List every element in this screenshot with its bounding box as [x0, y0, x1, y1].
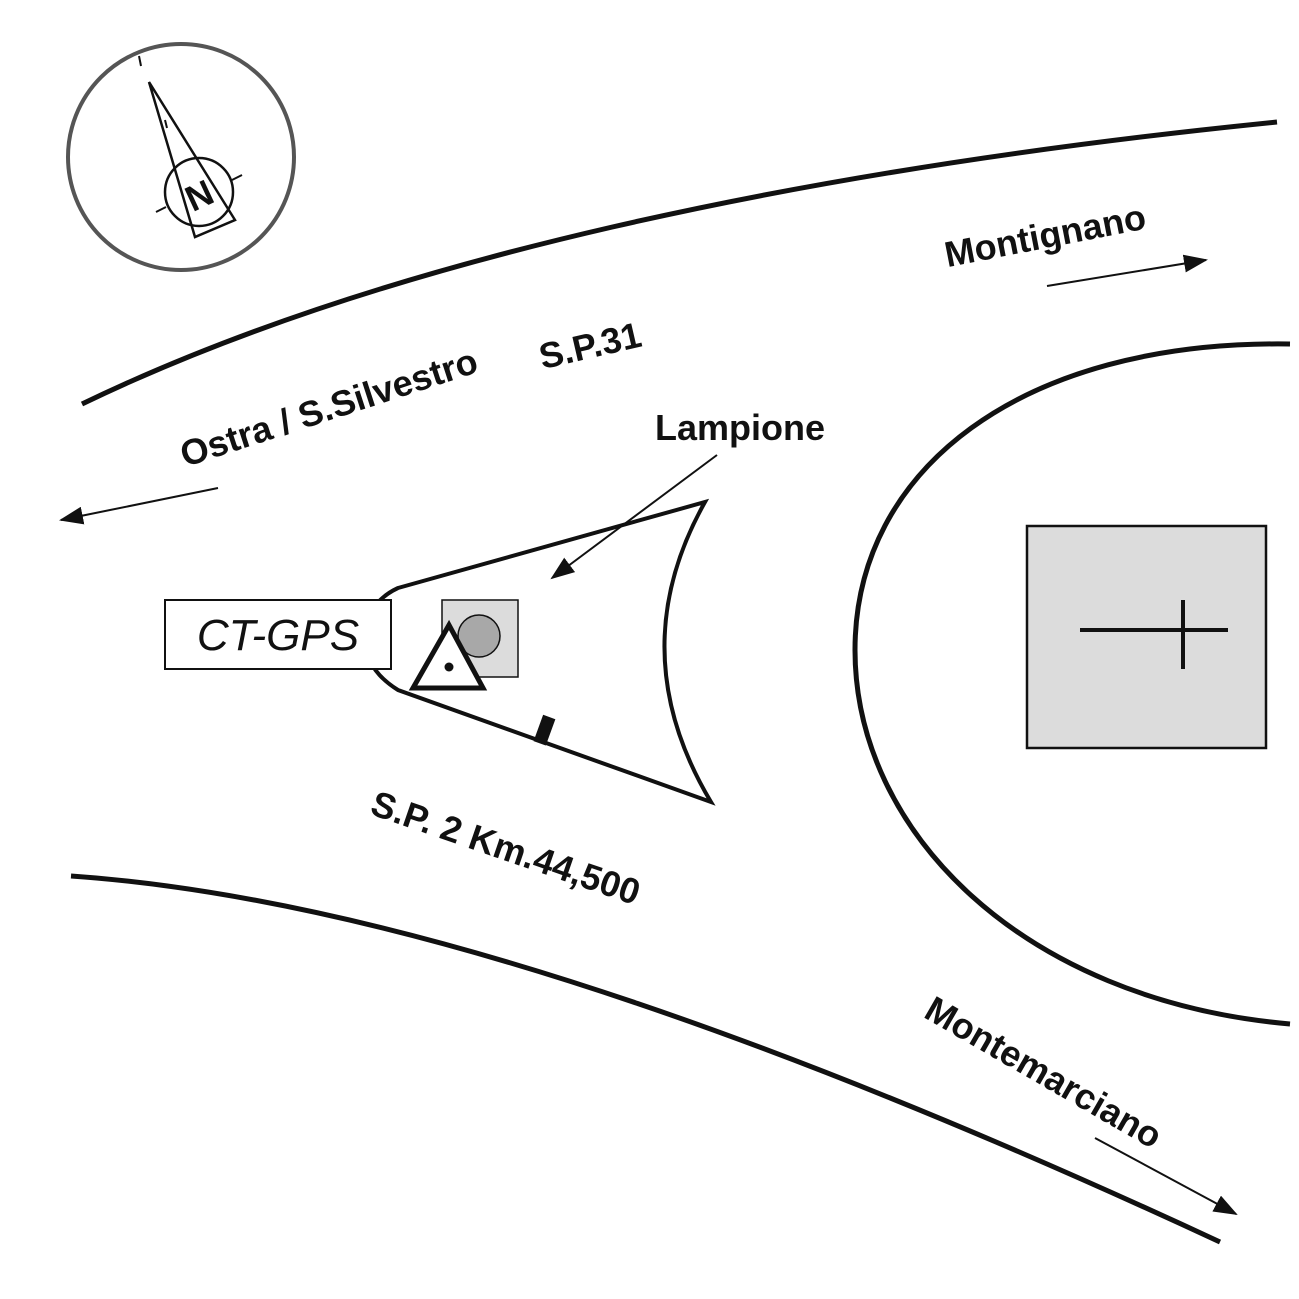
compass-ring: [66, 42, 296, 272]
destination-montignano: Montignano: [941, 196, 1149, 275]
compass-tick: [155, 206, 167, 213]
compass-tick: [138, 55, 142, 67]
station-label-box: [164, 599, 392, 670]
gps-station-triangle-icon: [408, 619, 488, 691]
lamp-icon: [457, 614, 501, 658]
roundabout-curve: [852, 341, 1291, 1027]
compass-tick: [164, 119, 168, 129]
destination-ostra: Ostra / S.Silvestro: [175, 340, 483, 475]
compass: N: [66, 42, 296, 272]
destination-montemarciano: Montemarciano: [918, 988, 1169, 1157]
road-label-sp2: S.P. 2 Km.44,500: [366, 782, 646, 912]
north-arrow-icon: [147, 81, 237, 239]
marker-post-icon: [533, 714, 556, 746]
building: [1025, 524, 1268, 750]
compass-north-label: N: [179, 171, 220, 219]
compass-tick: [231, 174, 243, 181]
compass-inner-ring: [163, 156, 235, 228]
building-footprint: [1025, 524, 1268, 750]
montignano-direction-arrow: [1046, 254, 1208, 287]
montemarciano-direction-arrow: [1094, 1137, 1238, 1215]
traffic-island: [366, 498, 716, 806]
station-label: CT-GPS: [197, 611, 359, 660]
lampione-pointer-arrow: [550, 454, 718, 580]
road-label-sp31: S.P.31: [535, 314, 645, 377]
road-sp31-north-edge: [80, 119, 1278, 407]
gps-station-point-icon: [444, 662, 454, 672]
road-sp2-south-edge: [70, 873, 1222, 1245]
ostra-direction-arrow: [59, 487, 219, 525]
lampione-label: Lampione: [655, 407, 825, 448]
